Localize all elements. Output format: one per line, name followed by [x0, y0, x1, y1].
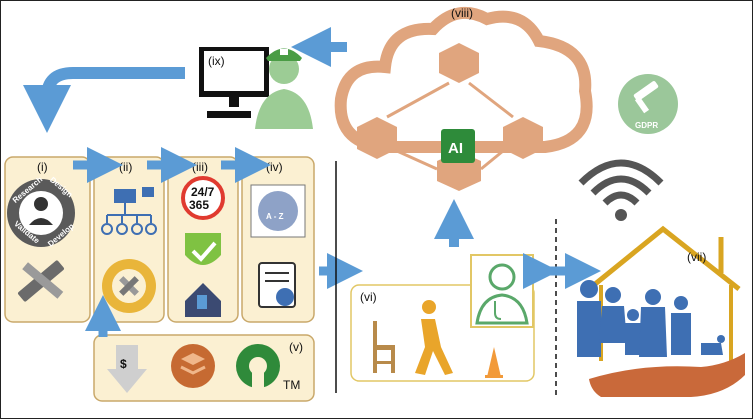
label-vi: (vi): [360, 290, 377, 304]
arrow-ix-to-i: [22, 67, 185, 133]
chair-icon: [373, 321, 395, 373]
gdpr-gavel-icon: GDPR: [618, 74, 678, 134]
cloud-box-top: [439, 43, 479, 83]
traffic-cone-icon: [485, 347, 503, 378]
label-ii: (ii): [119, 160, 132, 174]
supporting-hand-icon: [589, 353, 745, 397]
cloud-box-left: [357, 117, 397, 159]
badge-365-text: 365: [189, 198, 209, 212]
trademark-text: TM: [283, 378, 300, 392]
open-source-icon: TM: [236, 344, 300, 392]
thumbs-up-house-icon: [185, 283, 221, 317]
dollar-sign: $: [120, 357, 127, 371]
label-i: (i): [37, 160, 48, 174]
pencil-ruler-icon: [18, 260, 64, 302]
gear-tools-icon: [102, 259, 156, 313]
book-label: A - Z: [266, 212, 284, 221]
doctor-box: [470, 254, 534, 328]
hierarchy-chart-icon: [101, 187, 157, 235]
certificate-icon: [258, 262, 296, 308]
cost-down-icon: $: [107, 345, 147, 393]
monitor-icon: [199, 47, 269, 118]
label-v: (v): [289, 340, 303, 354]
label-viii: (viii): [451, 6, 473, 20]
check-shield-icon: [185, 233, 221, 265]
family-icon: [577, 280, 725, 357]
label-iii: (iii): [192, 160, 208, 174]
layers-box-icon: [171, 344, 215, 388]
walking-person-icon: [415, 300, 453, 375]
label-vii: (vii): [687, 250, 706, 264]
label-iv: (iv): [266, 160, 283, 174]
wifi-icon: [578, 159, 664, 221]
cloud-box-right: [503, 117, 543, 159]
book-icon: A - Z: [250, 184, 306, 238]
always-available-badge-icon: 24/7 365: [181, 176, 225, 220]
label-ix: (ix): [208, 54, 225, 68]
ai-cloud-icon: [334, 7, 593, 191]
gdpr-label: GDPR: [635, 121, 658, 130]
badge-247-text: 24/7: [191, 185, 215, 199]
ai-label: AI: [448, 140, 463, 157]
ai-chip-icon: AI: [441, 129, 475, 163]
doctor-icon: [475, 263, 529, 325]
